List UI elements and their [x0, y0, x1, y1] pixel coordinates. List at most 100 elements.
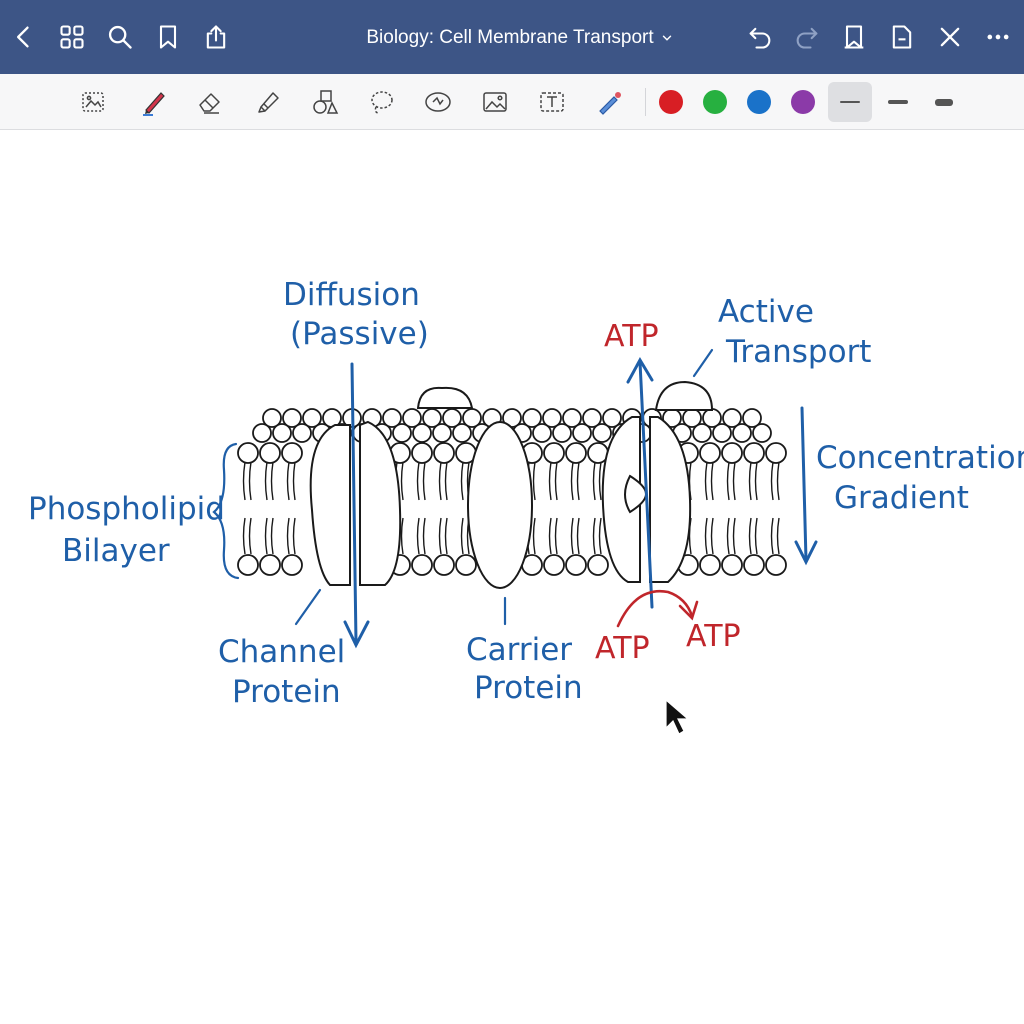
bookmark-add-button[interactable]: [834, 17, 874, 57]
lipid-tail: [548, 461, 552, 501]
lipid-head: [412, 423, 432, 443]
lipid-head: [712, 423, 732, 443]
active-transport-arrow: [626, 356, 654, 609]
lipid-tail: [726, 461, 730, 501]
lipid-tail: [710, 461, 714, 501]
lipid-head: [699, 442, 721, 464]
lipid-tail: [460, 461, 464, 501]
lipid-head: [237, 554, 259, 576]
lasso-icon: [371, 91, 393, 114]
lipid-head: [699, 554, 721, 576]
drawing-toolbar: [0, 74, 1024, 130]
more-icon: [987, 34, 1009, 40]
lipid-tail: [770, 461, 774, 501]
label-channel: Channel: [218, 634, 345, 670]
document-title[interactable]: Biology: Cell Membrane Transport: [300, 24, 740, 52]
lipid-head: [552, 423, 572, 443]
highlighter-tool[interactable]: [248, 83, 288, 121]
label-pointers: [212, 348, 714, 626]
lipid-tail: [416, 461, 420, 501]
close-button[interactable]: [930, 17, 970, 57]
back-button[interactable]: [4, 17, 44, 57]
lipid-tail: [598, 461, 602, 501]
lipid-head: [411, 442, 433, 464]
stroke-size-thick[interactable]: [922, 82, 966, 122]
element-tool[interactable]: [418, 83, 458, 121]
lipid-tail: [438, 517, 442, 555]
lipid-head: [455, 554, 477, 576]
lipid-head: [721, 442, 743, 464]
undo-button[interactable]: [740, 17, 780, 57]
lipid-tail: [286, 461, 290, 501]
channel-protein: [309, 420, 402, 586]
top-bar: Biology: Cell Membrane Transport: [0, 0, 1024, 74]
laser-pointer-tool[interactable]: [590, 83, 630, 121]
lipid-head: [765, 554, 787, 576]
active-pump-protein: [601, 380, 714, 583]
pen-tool[interactable]: [134, 83, 174, 121]
carrier-protein: [416, 386, 533, 589]
color-swatch-red[interactable]: [659, 90, 683, 114]
lipid-tail: [460, 517, 464, 555]
lipid-tail: [248, 461, 252, 501]
lipid-tail: [754, 517, 758, 555]
lipid-tail: [422, 517, 426, 555]
lipid-tail: [570, 461, 574, 501]
note-canvas[interactable]: Diffusion (Passive) ATP Active Transport…: [0, 130, 1024, 1024]
redo-icon: [796, 27, 818, 49]
lipid-tail: [264, 517, 268, 555]
text-tool[interactable]: [532, 83, 572, 121]
lipid-tail: [438, 461, 442, 501]
lipid-head: [543, 442, 565, 464]
color-swatch-blue[interactable]: [747, 90, 771, 114]
shapes-tool[interactable]: [305, 83, 345, 121]
lipid-tail: [242, 517, 246, 555]
lipid-head: [743, 554, 765, 576]
share-button[interactable]: [196, 17, 236, 57]
lipid-tail: [444, 461, 448, 501]
lipid-tail: [748, 461, 752, 501]
label-concentration: Concentration: [816, 440, 1024, 476]
lipid-head: [262, 408, 282, 428]
share-icon: [206, 25, 226, 49]
label-diffusion: Diffusion: [283, 277, 420, 313]
shapes-icon: [313, 90, 339, 114]
lipid-head: [732, 423, 752, 443]
color-swatch-green[interactable]: [703, 90, 727, 114]
image-tool[interactable]: [475, 83, 515, 121]
color-swatch-purple[interactable]: [791, 90, 815, 114]
more-button[interactable]: [978, 17, 1018, 57]
search-button[interactable]: [100, 17, 140, 57]
undo-icon: [749, 27, 771, 49]
lipid-tail: [532, 517, 536, 555]
lasso-tool[interactable]: [362, 83, 402, 121]
lipid-tail: [704, 461, 708, 501]
lipid-tail: [748, 517, 752, 555]
lipid-tail: [776, 461, 780, 501]
document-title-text: Biology: Cell Membrane Transport: [366, 27, 654, 48]
element-icon: [425, 92, 451, 112]
bookmark-button[interactable]: [148, 17, 188, 57]
lipid-head: [543, 554, 565, 576]
image-select-tool[interactable]: [73, 83, 113, 121]
lipid-tail: [270, 461, 274, 501]
stroke-size-medium[interactable]: [876, 82, 920, 122]
grid-button[interactable]: [52, 17, 92, 57]
redo-button[interactable]: [787, 17, 827, 57]
eraser-tool[interactable]: [190, 83, 230, 121]
lipid-head: [532, 423, 552, 443]
laser-icon: [599, 92, 621, 115]
lipid-head: [565, 554, 587, 576]
lipid-tail: [704, 517, 708, 555]
lipid-tail: [248, 517, 252, 555]
lipid-head: [765, 442, 787, 464]
lipid-head: [602, 408, 622, 428]
lipid-head: [433, 554, 455, 576]
close-icon: [940, 27, 960, 47]
stroke-size-thin[interactable]: [828, 82, 872, 122]
page-button[interactable]: [882, 17, 922, 57]
image-icon: [483, 92, 507, 112]
lipid-tail: [444, 517, 448, 555]
label-transport: Transport: [725, 334, 871, 370]
chevron-down-icon: [662, 35, 671, 41]
